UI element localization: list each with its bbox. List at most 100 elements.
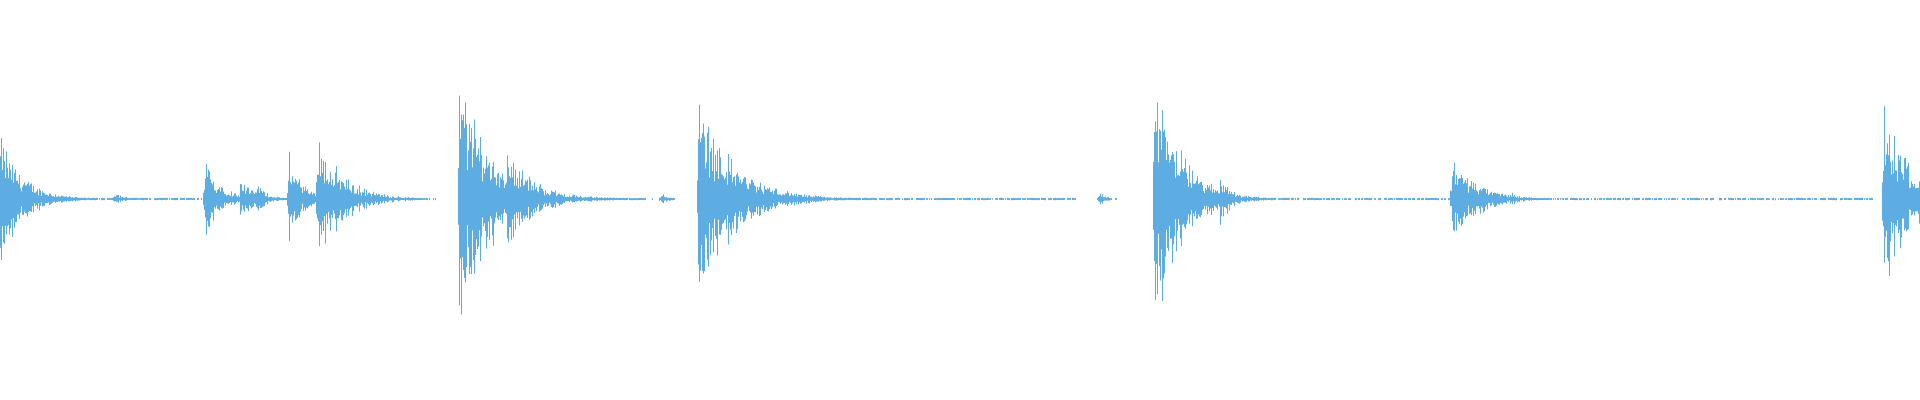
- waveform-column: [156, 198, 157, 201]
- waveform-column: [753, 182, 754, 216]
- waveform-column: [86, 198, 87, 200]
- waveform-column: [813, 196, 814, 203]
- waveform-column: [132, 198, 133, 200]
- waveform-column: [845, 197, 846, 201]
- waveform-column: [974, 198, 975, 201]
- waveform-column: [798, 194, 799, 205]
- waveform-column: [1218, 193, 1219, 205]
- waveform-column: [983, 198, 984, 201]
- waveform-column: [756, 192, 757, 207]
- waveform-column: [13, 182, 14, 219]
- waveform-column: [1897, 181, 1898, 221]
- waveform-column: [740, 179, 741, 222]
- waveform-column: [1291, 197, 1292, 200]
- waveform-column: [250, 193, 251, 207]
- waveform-column: [313, 193, 314, 205]
- waveform-column: [188, 197, 189, 200]
- waveform-column: [1627, 198, 1628, 201]
- waveform-column: [1591, 198, 1592, 201]
- waveform-column: [606, 198, 607, 201]
- waveform-column: [334, 185, 335, 214]
- waveform-column: [1448, 198, 1449, 201]
- waveform-column: [1577, 198, 1578, 201]
- waveform-column: [705, 168, 706, 235]
- waveform-column: [623, 197, 624, 200]
- waveform-column: [481, 155, 482, 237]
- waveform-column: [711, 147, 712, 241]
- waveform-column: [505, 184, 506, 213]
- waveform-column: [147, 198, 148, 200]
- waveform-column: [748, 189, 749, 207]
- waveform-column: [380, 196, 381, 202]
- waveform-column: [557, 194, 558, 204]
- waveform-column: [1673, 198, 1674, 200]
- waveform-column: [545, 190, 546, 207]
- waveform-column: [420, 198, 421, 200]
- waveform-column: [904, 197, 905, 201]
- waveform-column: [895, 197, 896, 201]
- waveform-column: [1181, 150, 1182, 247]
- waveform-column: [1821, 197, 1822, 200]
- waveform-column: [350, 190, 351, 208]
- waveform-column: [937, 198, 938, 200]
- waveform-column: [1698, 198, 1699, 201]
- waveform-column: [1049, 198, 1050, 201]
- waveform-column: [867, 198, 868, 200]
- waveform-column: [1481, 190, 1482, 207]
- waveform-column: [871, 197, 872, 201]
- waveform-column: [1188, 186, 1189, 215]
- waveform-column: [855, 197, 856, 200]
- waveform-column: [950, 197, 951, 200]
- waveform-column: [585, 197, 586, 201]
- waveform-column: [809, 195, 810, 204]
- waveform-column: [1295, 197, 1296, 201]
- waveform-column: [1660, 197, 1661, 201]
- waveform-column: [1898, 154, 1899, 234]
- waveform-column: [942, 198, 943, 201]
- waveform-column: [1872, 197, 1873, 200]
- waveform-column: [1226, 190, 1227, 209]
- waveform-column: [1208, 187, 1209, 207]
- waveform-column: [1501, 193, 1502, 204]
- waveform-column: [50, 193, 51, 205]
- waveform-column: [738, 176, 739, 217]
- waveform-column: [1012, 198, 1013, 201]
- waveform-column: [502, 173, 503, 224]
- waveform-column: [110, 198, 111, 200]
- waveform-column: [472, 167, 473, 231]
- waveform-column: [923, 197, 924, 201]
- waveform-column: [1323, 198, 1324, 200]
- waveform-column: [803, 196, 804, 203]
- waveform-column: [1794, 198, 1795, 201]
- waveform-column: [320, 176, 321, 226]
- waveform-column: [674, 198, 675, 200]
- waveform-column: [1008, 197, 1009, 200]
- waveform-column: [1798, 197, 1799, 200]
- waveform-column: [1224, 192, 1225, 207]
- waveform-column: [169, 197, 170, 200]
- waveform-column: [752, 180, 753, 213]
- waveform-column: [1508, 195, 1509, 202]
- waveform-column: [259, 192, 260, 206]
- waveform-column: [1102, 194, 1103, 204]
- waveform-column: [1206, 189, 1207, 206]
- waveform-column: [1638, 197, 1639, 201]
- waveform-column: [972, 198, 973, 200]
- waveform-column: [300, 187, 301, 212]
- waveform-column: [21, 191, 22, 207]
- waveform-column: [842, 198, 843, 201]
- waveform-column: [1892, 160, 1893, 234]
- waveform-column: [1773, 198, 1774, 201]
- waveform-column: [815, 195, 816, 203]
- waveform-column: [1500, 196, 1501, 203]
- waveform-column: [107, 198, 108, 200]
- waveform-column: [75, 196, 76, 202]
- waveform-column: [359, 185, 360, 212]
- waveform-column: [899, 197, 900, 201]
- waveform-column: [1374, 198, 1375, 200]
- waveform-column: [231, 191, 232, 205]
- waveform-column: [1051, 198, 1052, 200]
- waveform-column: [1396, 197, 1397, 200]
- waveform-column: [801, 194, 802, 204]
- waveform-column: [345, 189, 346, 210]
